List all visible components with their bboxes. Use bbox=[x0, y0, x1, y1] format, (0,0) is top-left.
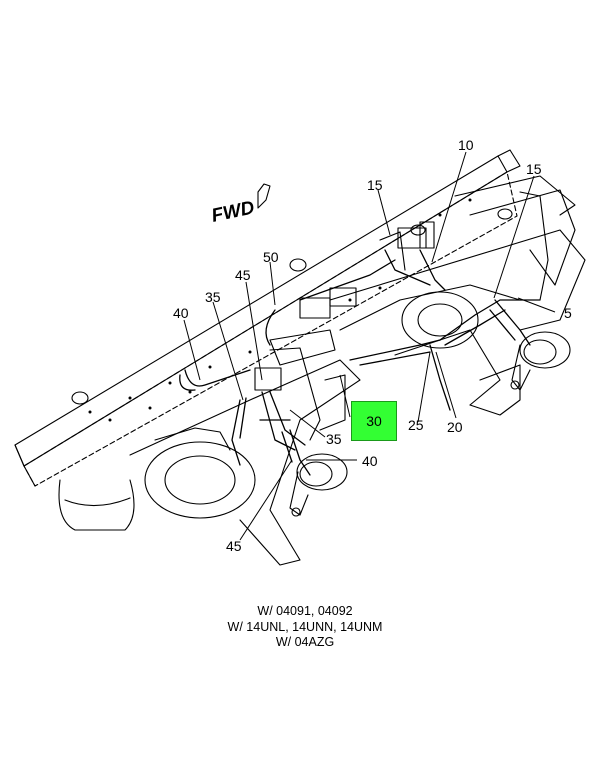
caption-line-1: W/ 04091, 04092 bbox=[257, 604, 353, 618]
fwd-arrow-icon bbox=[257, 183, 271, 209]
callout-40: 40 bbox=[362, 453, 378, 469]
brake-chamber-rear bbox=[510, 331, 571, 391]
frame-bolts bbox=[88, 198, 472, 422]
brake-chamber-front bbox=[289, 453, 348, 517]
callout-15: 15 bbox=[367, 177, 383, 193]
front-axle bbox=[129, 359, 361, 566]
caption-line-2: W/ 14UNL, 14UNN, 14UNM bbox=[227, 620, 383, 634]
rear-crossmember bbox=[454, 175, 576, 301]
callout-50: 50 bbox=[263, 249, 279, 265]
rear-axle bbox=[329, 229, 586, 416]
callout-45: 45 bbox=[235, 267, 251, 283]
callout-25: 25 bbox=[408, 417, 424, 433]
callout-10: 10 bbox=[458, 137, 474, 153]
air-spring bbox=[58, 479, 135, 531]
callout-20: 20 bbox=[447, 419, 463, 435]
frame-rail bbox=[14, 149, 521, 487]
callout-5: 5 bbox=[564, 305, 572, 321]
fwd-label: FWD bbox=[210, 197, 257, 227]
highlighted-callout-label: 30 bbox=[366, 413, 382, 429]
callout-40: 40 bbox=[173, 305, 189, 321]
valve-assembly-front bbox=[254, 287, 357, 441]
air-lines bbox=[179, 249, 541, 476]
callout-35: 35 bbox=[326, 431, 342, 447]
leader-lines bbox=[183, 151, 556, 541]
callout-35: 35 bbox=[205, 289, 221, 305]
callout-15: 15 bbox=[526, 161, 542, 177]
caption-line-3: W/ 04AZG bbox=[275, 635, 335, 649]
highlighted-callout-30[interactable]: 30 bbox=[351, 401, 397, 441]
frame-hangers bbox=[71, 208, 513, 405]
callout-45: 45 bbox=[226, 538, 242, 554]
